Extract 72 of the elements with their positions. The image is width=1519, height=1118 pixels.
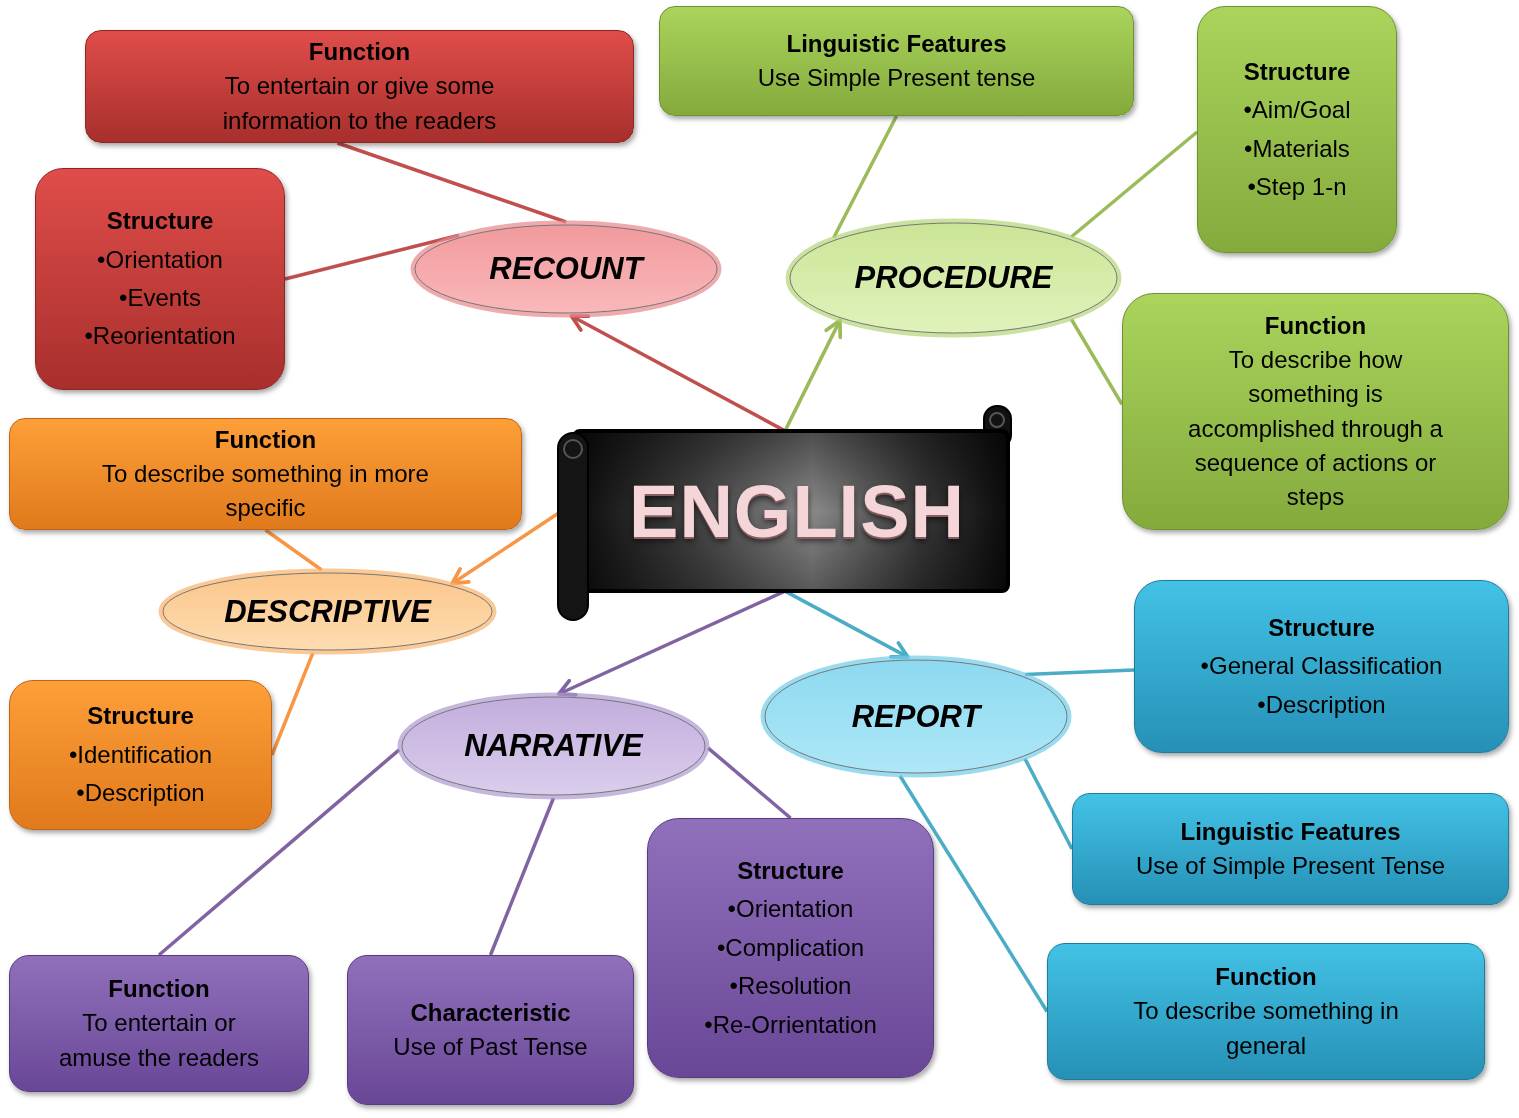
box-heading: Function	[1264, 311, 1367, 342]
info-box	[1197, 6, 1397, 253]
list-item: •Materials	[1244, 133, 1350, 164]
info-box	[659, 6, 1134, 116]
box-heading: Characteristic	[410, 997, 571, 1028]
info-box	[1047, 943, 1485, 1080]
category-ellipse	[158, 568, 497, 655]
info-box	[9, 680, 272, 830]
category-ellipse	[785, 218, 1122, 338]
connector-line	[488, 797, 556, 956]
info-box	[35, 168, 285, 390]
box-heading: Function	[214, 424, 317, 455]
box-heading: Structure	[1243, 56, 1351, 87]
box-text: Use of Simple Present Tense	[1135, 851, 1445, 881]
info-box	[1134, 580, 1509, 753]
info-box	[1122, 293, 1509, 530]
list-item: •Description	[1257, 689, 1386, 720]
connector-line	[1070, 130, 1199, 239]
list-item: •Step 1-n	[1247, 171, 1347, 202]
list-item: •Orientation	[727, 894, 854, 925]
arrow	[783, 318, 843, 432]
box-heading: Structure	[737, 856, 844, 886]
category-label: PROCEDURE	[854, 260, 1053, 296]
box-heading: Structure	[106, 206, 214, 237]
connector-line	[832, 115, 899, 239]
box-heading: Structure	[1268, 612, 1375, 643]
info-box	[647, 818, 934, 1078]
list-item: •General Classification	[1200, 651, 1443, 682]
list-item: •Reorientation	[84, 321, 236, 352]
category-label: NARRATIVE	[464, 728, 643, 764]
box-text: To describe something in more specific	[101, 458, 430, 524]
box-heading: Structure	[87, 701, 194, 732]
list-item: •Events	[119, 283, 201, 313]
list-item: •Re-Orrientation	[704, 1009, 877, 1040]
connector-line	[270, 652, 315, 756]
list-item: •Complication	[716, 932, 865, 963]
box-heading: Function	[108, 974, 210, 1005]
list-item: •Description	[76, 778, 205, 809]
banner-title: ENGLISH	[629, 468, 965, 554]
category-ellipse	[397, 692, 710, 800]
connector-line	[1023, 757, 1074, 850]
box-heading: Linguistic Features	[786, 28, 1007, 59]
category-ellipse	[410, 220, 722, 318]
box-text: To describe something in general	[1132, 996, 1400, 1061]
list-item: •Resolution	[729, 971, 852, 1002]
box-text: To entertain or give some information to the readers	[221, 71, 498, 136]
info-box	[85, 30, 634, 143]
category-label: RECOUNT	[489, 251, 643, 287]
category-ellipse	[760, 655, 1072, 778]
info-box	[9, 418, 522, 530]
category-label: REPORT	[851, 698, 981, 735]
connector-line	[264, 528, 323, 572]
connector-line	[898, 774, 1049, 1013]
box-text: To entertain or amuse the readers	[57, 1008, 261, 1073]
box-text: To describe how something is accomplished through a sequence of actions or steps	[1188, 345, 1443, 512]
box-heading: Function	[1215, 962, 1317, 993]
category-label: DESCRIPTIVE	[224, 593, 431, 630]
connector-line	[336, 141, 567, 224]
box-heading: Linguistic Features	[1180, 816, 1401, 847]
connector-line	[1024, 668, 1135, 677]
connector-line	[706, 746, 792, 820]
box-text: Use of Past Tense	[393, 1032, 588, 1062]
box-text: Use Simple Present tense	[757, 63, 1036, 93]
connector-line	[157, 748, 401, 957]
connector-line	[1069, 318, 1124, 406]
list-item: •Identification	[68, 739, 213, 770]
info-box	[9, 955, 309, 1092]
list-item: •Orientation	[97, 244, 223, 275]
info-box	[1072, 793, 1509, 905]
list-item: •Aim/Goal	[1243, 95, 1351, 126]
info-box	[347, 955, 634, 1105]
box-heading: Function	[308, 37, 411, 68]
